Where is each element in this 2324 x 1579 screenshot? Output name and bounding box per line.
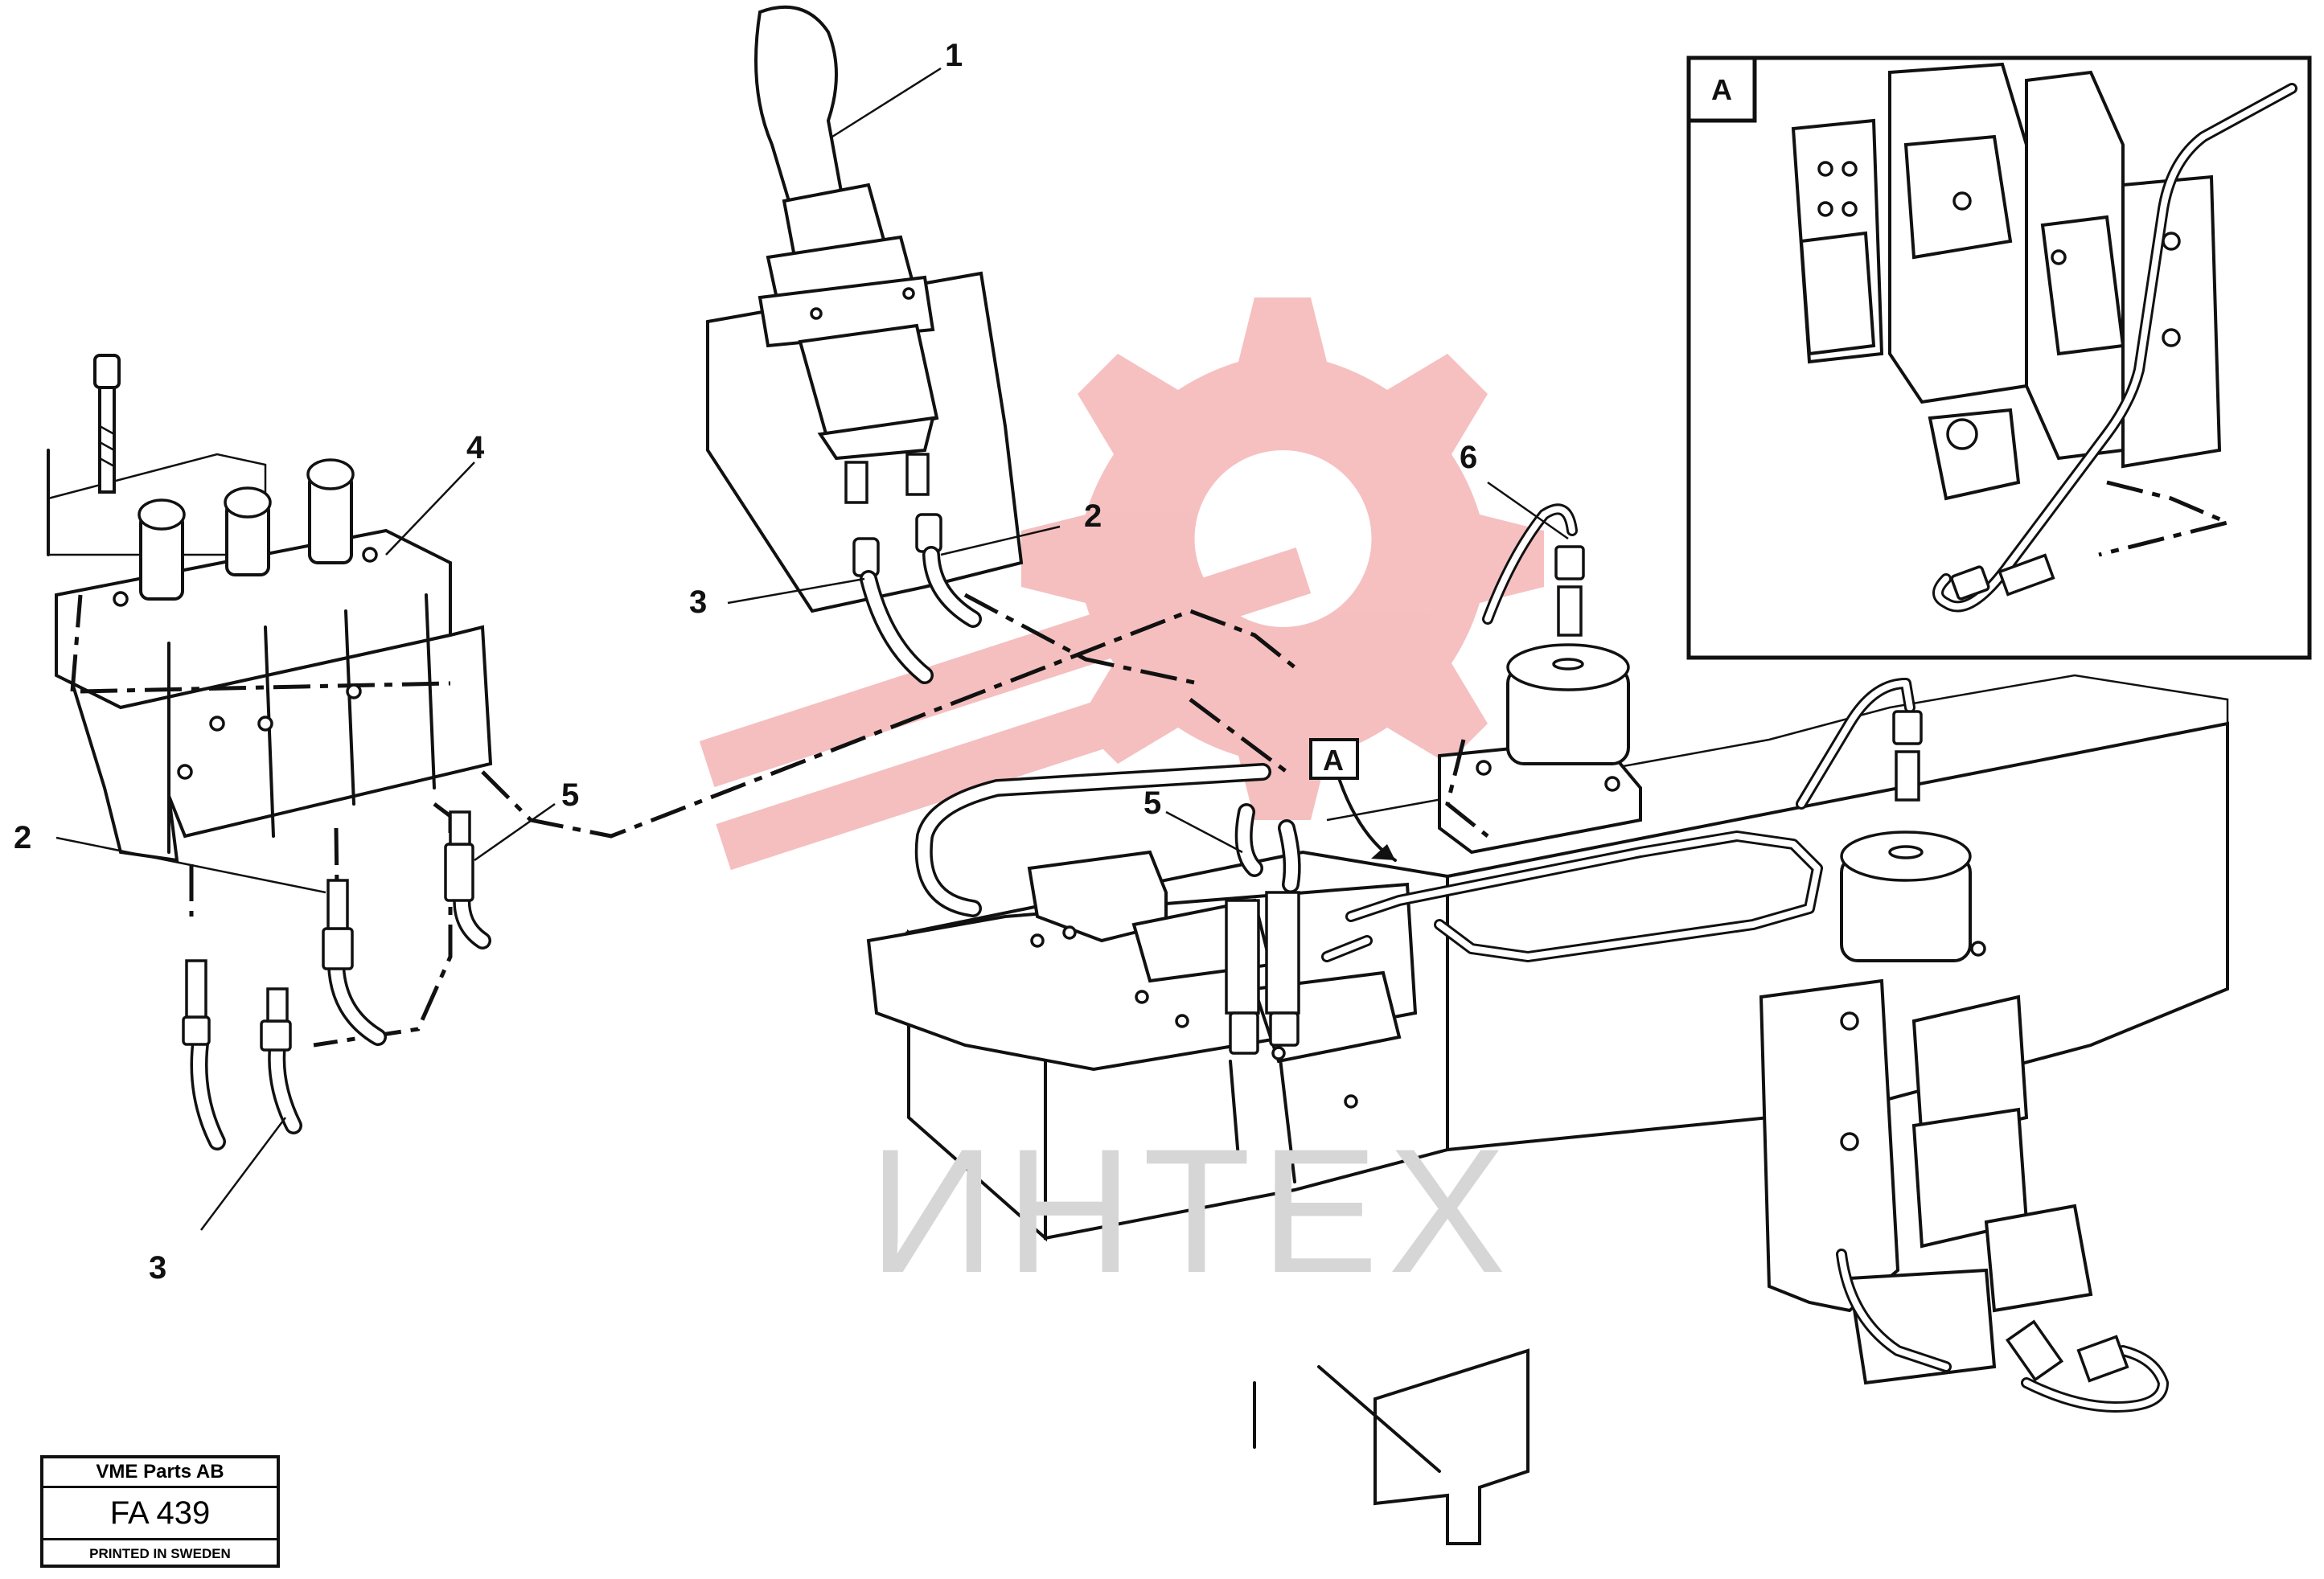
callout-2-left: 2 bbox=[14, 820, 31, 855]
watermark-gear-logo bbox=[699, 297, 1544, 871]
pilot-valve-right bbox=[1759, 831, 2093, 1385]
drawing-number: FA 439 bbox=[43, 1488, 277, 1540]
solenoid-caps bbox=[138, 458, 355, 601]
detail-reference-label: A bbox=[1323, 744, 1344, 777]
control-valve-block bbox=[47, 449, 493, 863]
joystick-lever bbox=[706, 5, 1024, 613]
steel-pipes bbox=[1321, 503, 2169, 1413]
print-footer: PRINTED IN SWEDEN bbox=[89, 1546, 231, 1561]
callout-6: 6 bbox=[1460, 440, 1477, 475]
callout-5-mid: 5 bbox=[1144, 785, 1161, 821]
detail-view-a bbox=[1686, 55, 2312, 660]
callout-3-lower: 3 bbox=[149, 1250, 166, 1286]
callout-2-upper: 2 bbox=[1084, 498, 1102, 534]
hoses bbox=[190, 546, 1301, 1150]
manifold-blocks bbox=[1027, 850, 1402, 1109]
company-name: VME Parts AB bbox=[43, 1458, 277, 1488]
callout-3-upper: 3 bbox=[689, 584, 707, 620]
callout-5-left: 5 bbox=[561, 777, 579, 813]
callout-1: 1 bbox=[945, 38, 963, 73]
detail-view-label: A bbox=[1711, 73, 1732, 106]
hose-fittings bbox=[182, 545, 2129, 1383]
pilot-valve-center bbox=[1438, 643, 1642, 855]
joystick-fittings bbox=[844, 453, 942, 577]
title-block: VME Parts AB FA 439 PRINTED IN SWEDEN bbox=[40, 1455, 280, 1568]
detail-reference-a bbox=[1309, 738, 1397, 862]
callout-4: 4 bbox=[466, 430, 485, 465]
watermark-text: ИНТЕХ bbox=[868, 1112, 1516, 1310]
leader-lines bbox=[55, 67, 1569, 1231]
mounting-bolt bbox=[93, 354, 121, 494]
